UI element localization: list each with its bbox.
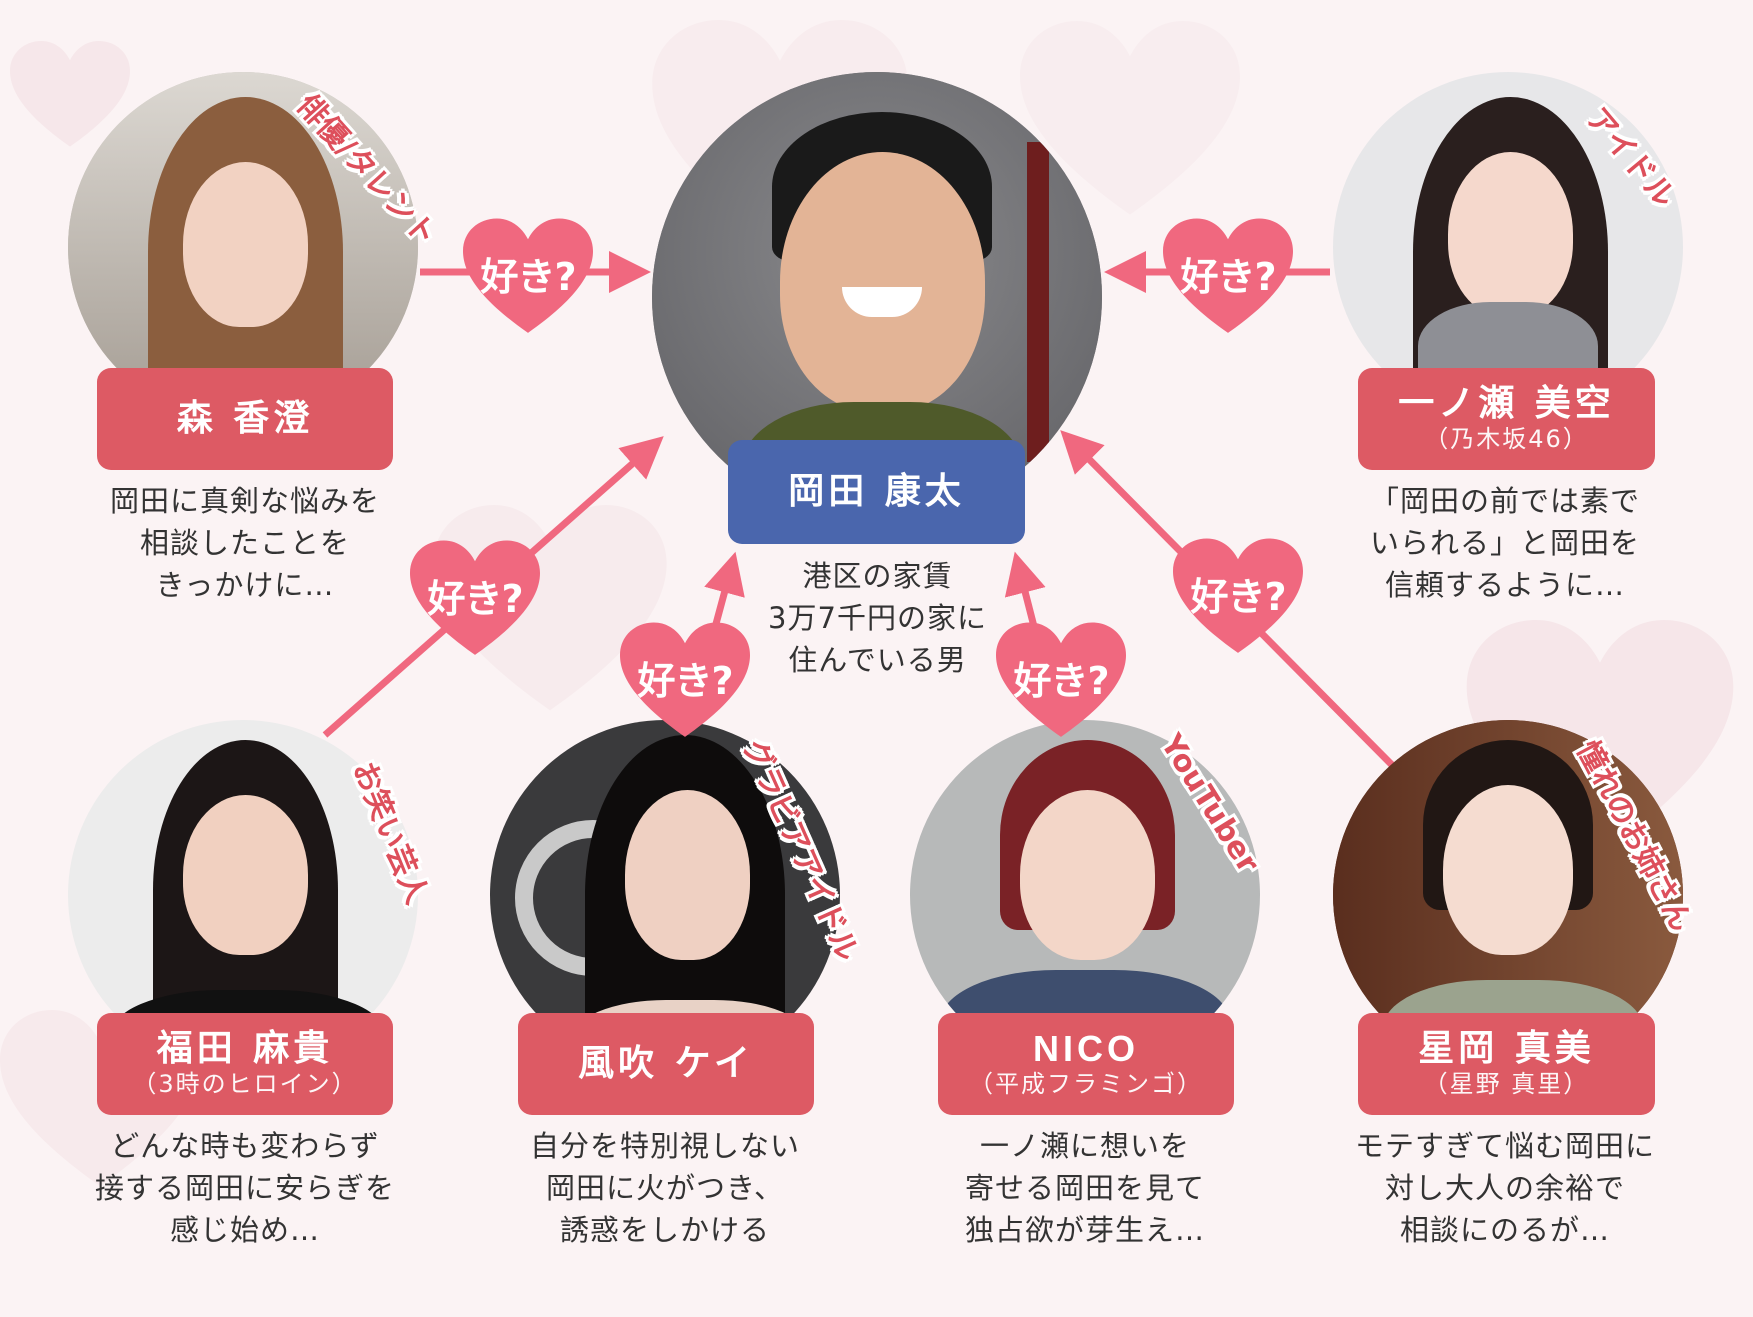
like-badge-kazabuki: 好き?	[620, 622, 750, 740]
like-badge-mori: 好き?	[463, 218, 593, 336]
heart-icon	[410, 540, 540, 655]
heart-icon	[620, 622, 750, 737]
mori-description: 岡田に真剣な悩みを 相談したことを きっかけに…	[109, 484, 380, 602]
nico-name-box: NICO （平成フラミンゴ）	[938, 1013, 1234, 1115]
nico-portrait	[910, 720, 1260, 1070]
fukuda-description: どんな時も変わらず 接する岡田に安らぎを 感じ始め…	[94, 1129, 395, 1247]
kazabuki-description: 自分を特別視しない 岡田に火がつき、 誘惑をしかける	[529, 1129, 800, 1247]
heart-icon	[1163, 218, 1293, 333]
fukuda-name-box: 福田 麻貴 （3時のヒロイン）	[97, 1013, 393, 1115]
kazabuki-name-box: 風吹 ケイ	[518, 1013, 814, 1115]
center-portrait	[652, 72, 1102, 522]
mori-portrait	[68, 72, 418, 422]
hoshioka-name-box: 星岡 真美 （星野 真里）	[1358, 1013, 1655, 1115]
mori-name-box: 森 香澄	[97, 368, 393, 470]
hoshioka-description: モテすぎて悩む岡田に 対し大人の余裕で 相談にのるが…	[1354, 1129, 1655, 1247]
hoshioka-name: 星岡 真美	[1418, 1027, 1595, 1069]
ichinose-name: 一ノ瀬 美空	[1398, 382, 1615, 424]
fukuda-subtitle: （3時のヒロイン）	[132, 1070, 358, 1099]
center-name: 岡田 康太	[788, 471, 965, 513]
ichinose-subtitle: （乃木坂46）	[1424, 425, 1589, 454]
ichinose-name-box: 一ノ瀬 美空 （乃木坂46）	[1358, 368, 1655, 470]
heart-icon	[996, 622, 1126, 737]
door-frame	[1027, 142, 1049, 462]
like-badge-ichinose: 好き?	[1163, 218, 1293, 336]
hoshioka-portrait	[1333, 720, 1683, 1070]
kazabuki-name: 風吹 ケイ	[578, 1043, 754, 1085]
center-description: 港区の家賃 3万7千円の家に 住んでいる男	[768, 559, 987, 677]
hoshioka-subtitle: （星野 真里）	[1423, 1070, 1590, 1099]
kazabuki-portrait	[490, 720, 840, 1070]
nico-name: NICO	[1033, 1027, 1139, 1069]
center-name-box: 岡田 康太	[728, 440, 1025, 544]
mori-name: 森 香澄	[176, 398, 314, 440]
like-badge-nico: 好き?	[996, 622, 1126, 740]
heart-icon	[463, 218, 593, 333]
fukuda-name: 福田 麻貴	[156, 1027, 334, 1069]
ichinose-description: 「岡田の前では素で いられる」と岡田を 信頼するように…	[1369, 484, 1640, 602]
like-badge-fukuda: 好き?	[410, 540, 540, 658]
ichinose-portrait	[1333, 72, 1683, 422]
nico-description: 一ノ瀬に想いを 寄せる岡田を見て 独占欲が芽生え…	[964, 1129, 1205, 1247]
heart-icon	[1173, 538, 1303, 653]
nico-subtitle: （平成フラミンゴ）	[969, 1070, 1203, 1099]
like-badge-hoshioka: 好き?	[1173, 538, 1303, 656]
